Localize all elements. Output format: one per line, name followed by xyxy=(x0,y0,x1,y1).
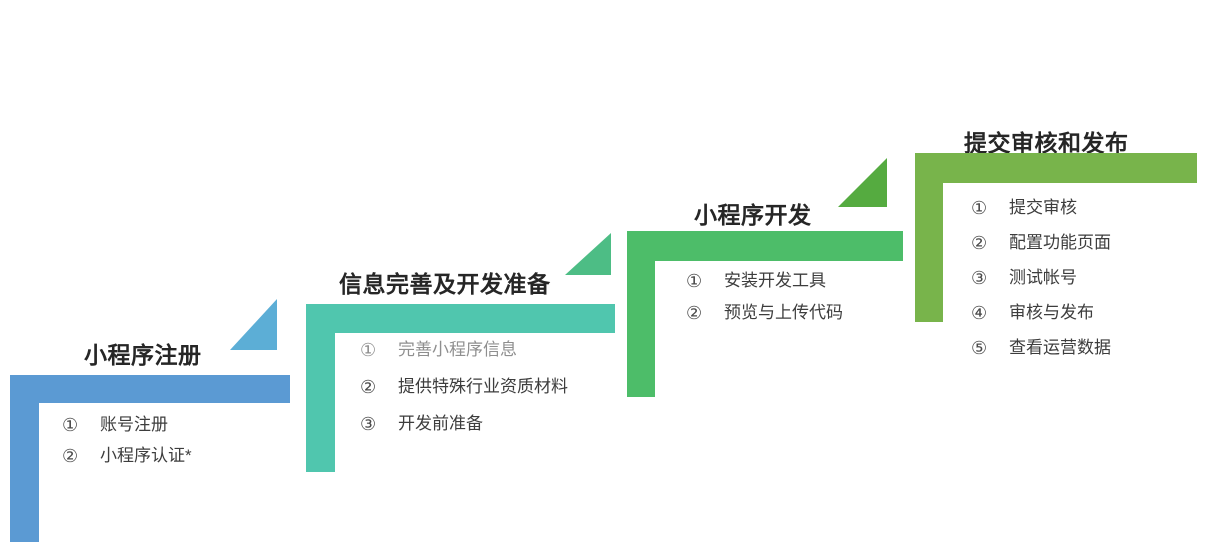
step-item: ③ 开发前准备 xyxy=(360,414,568,434)
item-number: ② xyxy=(686,303,703,323)
item-label: 审核与发布 xyxy=(1009,303,1094,322)
step-1-bar-vertical xyxy=(10,375,39,542)
step-2-transition-triangle-icon xyxy=(565,233,611,275)
step-4-bar-horizontal xyxy=(915,153,1197,183)
step-item: ① 安装开发工具 xyxy=(686,271,843,291)
item-label: 完善小程序信息 xyxy=(398,340,517,359)
item-number: ⑤ xyxy=(971,338,988,358)
item-label: 测试帐号 xyxy=(1009,268,1077,287)
item-label: 提供特殊行业资质材料 xyxy=(398,377,568,396)
item-number: ① xyxy=(62,415,79,435)
step-4-title: 提交审核和发布 xyxy=(964,130,1129,156)
item-number: ③ xyxy=(971,268,988,288)
step-item: ④ 审核与发布 xyxy=(971,303,1111,323)
item-number: ③ xyxy=(360,414,377,434)
item-number: ① xyxy=(360,340,377,360)
step-1-title: 小程序注册 xyxy=(84,342,202,368)
step-3-title: 小程序开发 xyxy=(694,202,812,228)
step-item: ① 账号注册 xyxy=(62,415,192,435)
step-3-items: ① 安装开发工具 ② 预览与上传代码 xyxy=(686,271,843,323)
item-label: 提交审核 xyxy=(1009,198,1077,217)
item-label: 小程序认证* xyxy=(100,446,192,465)
step-item: ⑤ 查看运营数据 xyxy=(971,338,1111,358)
item-label: 安装开发工具 xyxy=(724,271,826,290)
step-2-items: ① 完善小程序信息 ② 提供特殊行业资质材料 ③ 开发前准备 xyxy=(360,340,568,434)
item-number: ① xyxy=(686,271,703,291)
step-2-title: 信息完善及开发准备 xyxy=(339,271,551,297)
step-item: ① 完善小程序信息 xyxy=(360,340,568,360)
step-2-bar-vertical xyxy=(306,304,335,472)
item-number: ④ xyxy=(971,303,988,323)
item-number: ① xyxy=(971,198,988,218)
item-number: ② xyxy=(971,233,988,253)
step-1-items: ① 账号注册 ② 小程序认证* xyxy=(62,415,192,466)
step-2-bar-horizontal xyxy=(306,304,615,333)
step-item: ③ 测试帐号 xyxy=(971,268,1111,288)
step-item: ② 小程序认证* xyxy=(62,446,192,466)
step-3-bar-horizontal xyxy=(627,231,903,261)
step-4-bar-vertical xyxy=(915,153,943,322)
step-1-bar-horizontal xyxy=(10,375,290,403)
item-number: ② xyxy=(360,377,377,397)
item-label: 配置功能页面 xyxy=(1009,233,1111,252)
step-item: ① 提交审核 xyxy=(971,198,1111,218)
step-3-bar-vertical xyxy=(627,231,655,397)
step-4-items: ① 提交审核 ② 配置功能页面 ③ 测试帐号 ④ 审核与发布 ⑤ 查看运营数据 xyxy=(971,198,1111,358)
item-number: ② xyxy=(62,446,79,466)
step-1-transition-triangle-icon xyxy=(230,299,277,350)
item-label: 查看运营数据 xyxy=(1009,338,1111,357)
item-label: 账号注册 xyxy=(100,415,168,434)
item-label: 预览与上传代码 xyxy=(724,303,843,322)
step-item: ② 提供特殊行业资质材料 xyxy=(360,377,568,397)
step-3-transition-triangle-icon xyxy=(838,158,887,207)
item-label: 开发前准备 xyxy=(398,414,483,433)
step-item: ② 配置功能页面 xyxy=(971,233,1111,253)
step-item: ② 预览与上传代码 xyxy=(686,303,843,323)
